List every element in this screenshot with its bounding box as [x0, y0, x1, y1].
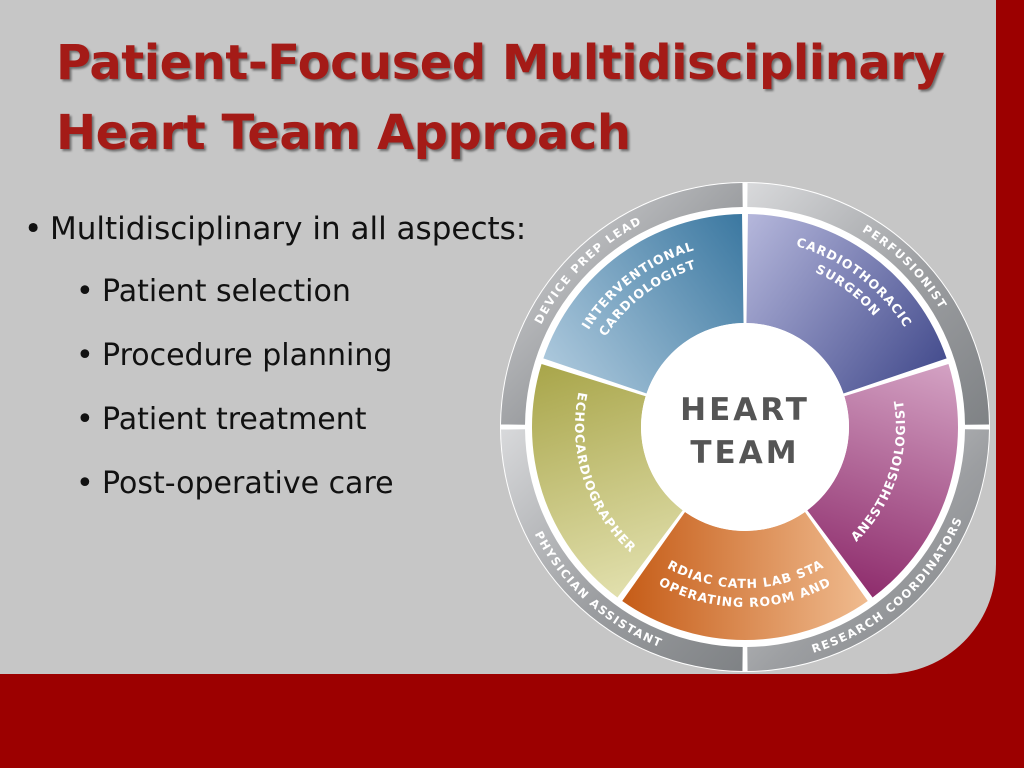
- inner-segment: [622, 511, 868, 640]
- inner-segment: [746, 214, 947, 394]
- bullet-item: Patient selection: [24, 260, 526, 324]
- center-circle: [641, 323, 849, 531]
- bullet-item: Post-operative care: [24, 452, 526, 516]
- outer-segment: [501, 429, 743, 671]
- outer-segment: [747, 183, 989, 425]
- inner-ring: [532, 214, 958, 640]
- heart-team-wheel: CARDIOTHORACICSURGEONANESTHESIOLOGISTOPE…: [498, 182, 990, 672]
- center-label-team: TEAM: [690, 435, 799, 471]
- title-line-2: Heart Team Approach: [56, 105, 631, 161]
- bullet-item: Patient treatment: [24, 388, 526, 452]
- bullet-item: Multidisciplinary in all aspects:: [24, 198, 526, 260]
- center-label-heart: HEART: [680, 392, 810, 428]
- slide-title: Patient-Focused Multidisciplinary Heart …: [56, 28, 986, 168]
- title-line-1: Patient-Focused Multidisciplinary: [56, 35, 945, 91]
- outer-segment: [747, 429, 989, 671]
- inner-segment: [543, 214, 744, 394]
- inner-segment: [807, 364, 958, 598]
- inner-segment: [532, 364, 683, 598]
- bullet-list: Multidisciplinary in all aspects: Patien…: [24, 198, 526, 516]
- slide-border-strip: [996, 0, 1024, 674]
- outer-segment: [501, 183, 743, 425]
- bullet-item: Procedure planning: [24, 324, 526, 388]
